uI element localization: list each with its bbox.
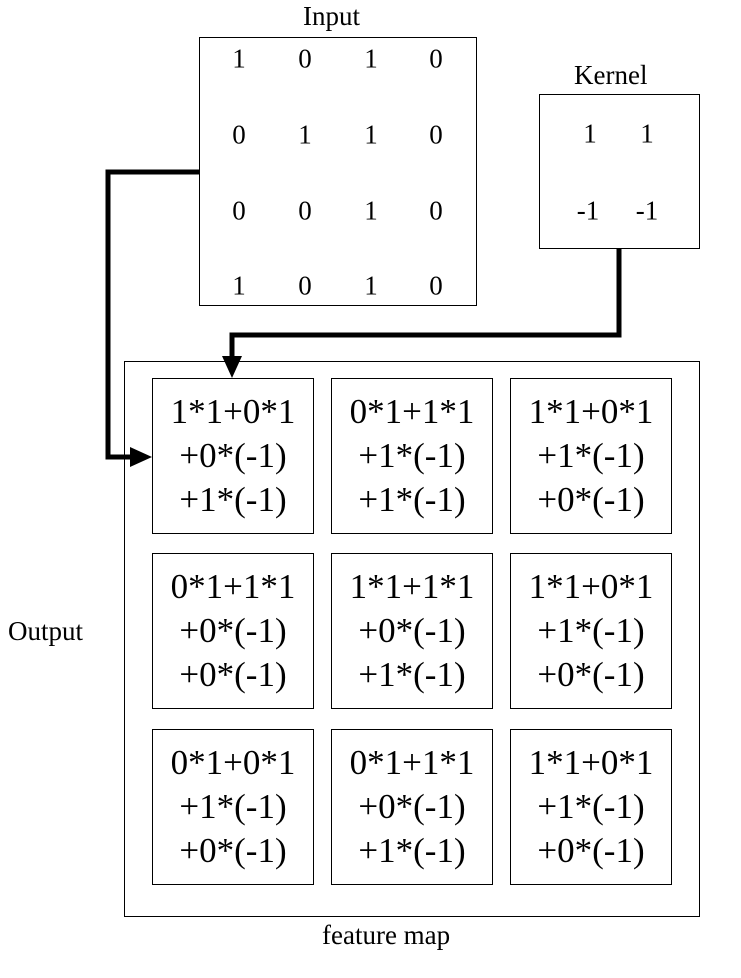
feature-map-cell: 1*1+0*1 +1*(-1) +0*(-1) <box>510 378 672 534</box>
cell-term: +0*(-1) <box>537 831 645 870</box>
cell-term: +1*(-1) <box>358 436 466 475</box>
feature-map-caption: feature map <box>322 920 451 950</box>
feature-map-cell: 1*1+0*1 +1*(-1) +0*(-1) <box>510 729 672 885</box>
cell-term: +1*(-1) <box>358 655 466 694</box>
kernel-cell: -1 <box>576 195 600 226</box>
input-cell: 1 <box>364 195 378 226</box>
cell-term: +1*(-1) <box>537 611 645 650</box>
cell-term: +0*(-1) <box>358 611 466 650</box>
input-cell: 1 <box>364 270 378 301</box>
cell-term: +1*(-1) <box>358 831 466 870</box>
cell-term: +0*(-1) <box>179 436 287 475</box>
input-cell: 0 <box>298 43 312 74</box>
kernel-title: Kernel <box>574 60 648 90</box>
cell-term: 0*1+0*1 <box>170 743 296 782</box>
cell-term: +1*(-1) <box>537 787 645 826</box>
input-cell: 0 <box>429 270 443 301</box>
cell-term: 0*1+1*1 <box>349 392 475 431</box>
input-cell: 0 <box>429 43 443 74</box>
input-cell: 1 <box>364 43 378 74</box>
cell-term: +1*(-1) <box>179 787 287 826</box>
cell-term: +0*(-1) <box>179 655 287 694</box>
feature-map-cell: 1*1+0*1 +1*(-1) +0*(-1) <box>510 553 672 709</box>
feature-map-container <box>124 361 700 917</box>
output-title: Output <box>8 616 84 646</box>
cell-term: 0*1+1*1 <box>349 743 475 782</box>
kernel-cell: 1 <box>583 118 597 149</box>
kernel-cell: 1 <box>640 118 654 149</box>
cell-term: +1*(-1) <box>179 480 287 519</box>
cell-term: 1*1+0*1 <box>170 392 296 431</box>
cell-term: 1*1+0*1 <box>528 567 654 606</box>
feature-map-cell: 0*1+1*1 +0*(-1) +0*(-1) <box>152 553 314 709</box>
cell-term: 1*1+0*1 <box>528 743 654 782</box>
feature-map-cell: 0*1+1*1 +0*(-1) +1*(-1) <box>331 729 493 885</box>
cell-term: +0*(-1) <box>537 480 645 519</box>
input-cell: 0 <box>429 195 443 226</box>
cell-term: +0*(-1) <box>179 611 287 650</box>
input-to-output-arrow <box>105 169 200 460</box>
kernel-cell: -1 <box>635 195 659 226</box>
cell-term: +0*(-1) <box>537 655 645 694</box>
cell-term: +1*(-1) <box>358 480 466 519</box>
kernel-arrowhead <box>222 356 242 378</box>
input-arrowhead <box>130 447 152 467</box>
feature-map-cell: 1*1+0*1 +0*(-1) +1*(-1) <box>152 378 314 534</box>
input-cell: 1 <box>298 119 312 150</box>
feature-map-cell: 0*1+1*1 +1*(-1) +1*(-1) <box>331 378 493 534</box>
kernel-to-output-arrow <box>229 248 622 358</box>
cell-term: +1*(-1) <box>537 436 645 475</box>
input-cell: 1 <box>232 270 246 301</box>
feature-map-cell: 0*1+0*1 +1*(-1) +0*(-1) <box>152 729 314 885</box>
cell-term: 0*1+1*1 <box>170 567 296 606</box>
input-cell: 0 <box>232 119 246 150</box>
cell-term: +0*(-1) <box>179 831 287 870</box>
cell-term: +0*(-1) <box>358 787 466 826</box>
input-cell: 1 <box>232 43 246 74</box>
input-title: Input <box>303 1 360 31</box>
input-cell: 0 <box>298 195 312 226</box>
cell-term: 1*1+1*1 <box>349 567 475 606</box>
input-cell: 0 <box>429 119 443 150</box>
input-cell: 0 <box>298 270 312 301</box>
input-cell: 1 <box>364 119 378 150</box>
cell-term: 1*1+0*1 <box>528 392 654 431</box>
input-cell: 0 <box>232 195 246 226</box>
feature-map-cell: 1*1+1*1 +0*(-1) +1*(-1) <box>331 553 493 709</box>
